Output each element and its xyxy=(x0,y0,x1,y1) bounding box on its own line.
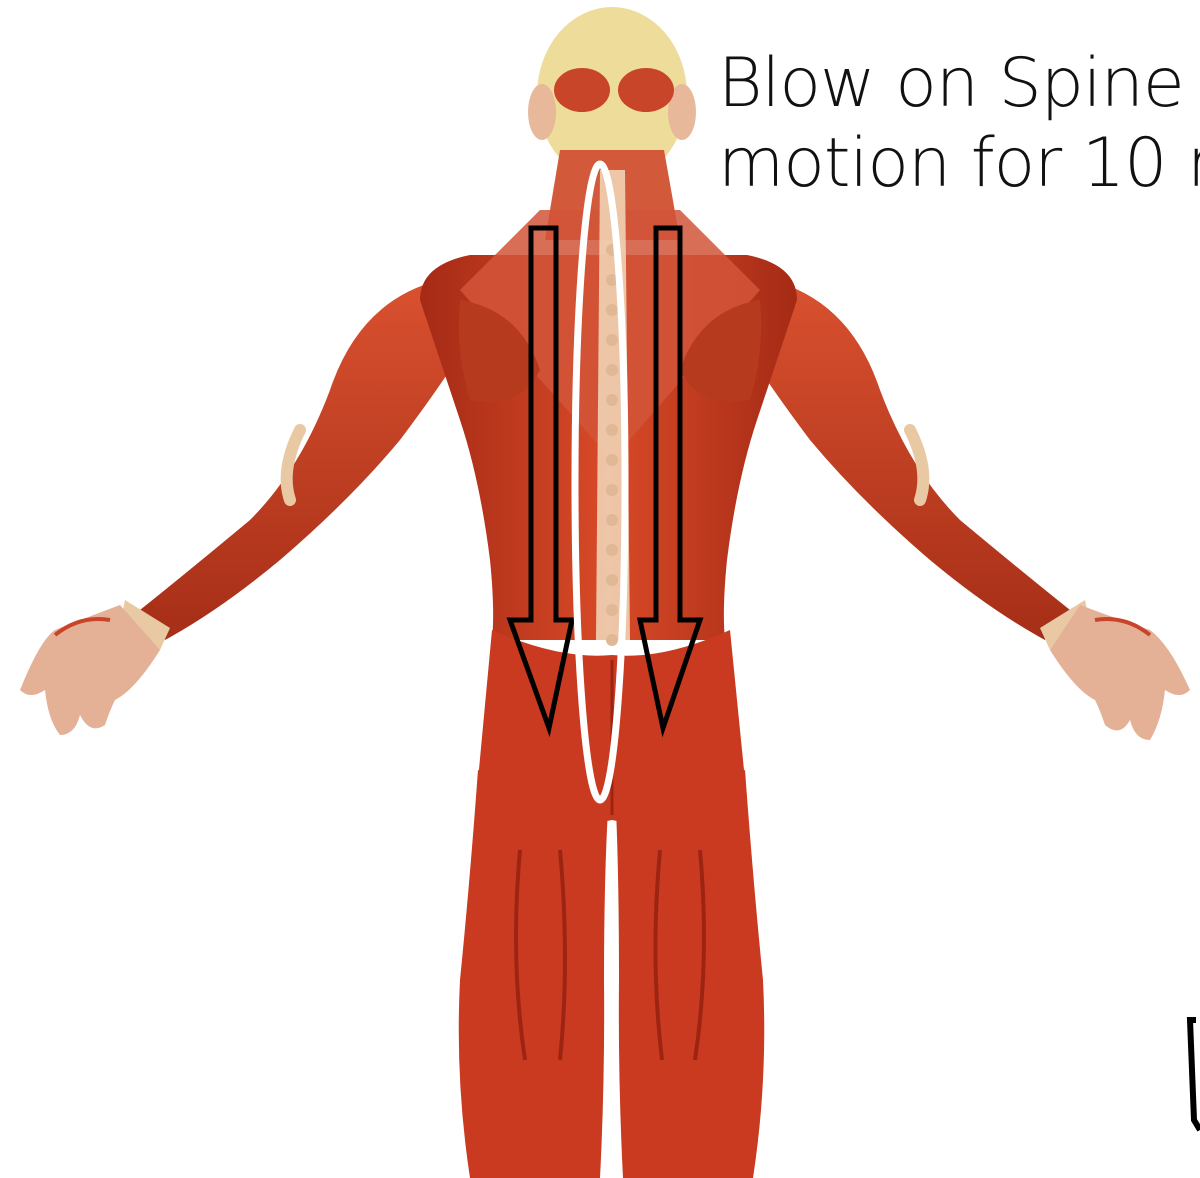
partial-arrow-icon xyxy=(1190,1020,1200,1130)
right-leg xyxy=(616,770,764,1178)
instruction-text: Blow on Spine i motion for 10 m xyxy=(718,44,1200,204)
legs xyxy=(459,770,765,1178)
torso xyxy=(420,170,797,640)
left-leg xyxy=(459,770,608,1178)
instruction-line-2: motion for 10 m xyxy=(718,124,1200,204)
right-arm xyxy=(760,280,1190,740)
instruction-line-1: Blow on Spine i xyxy=(718,44,1200,124)
right-hand xyxy=(1050,605,1190,740)
left-arm xyxy=(20,280,450,735)
